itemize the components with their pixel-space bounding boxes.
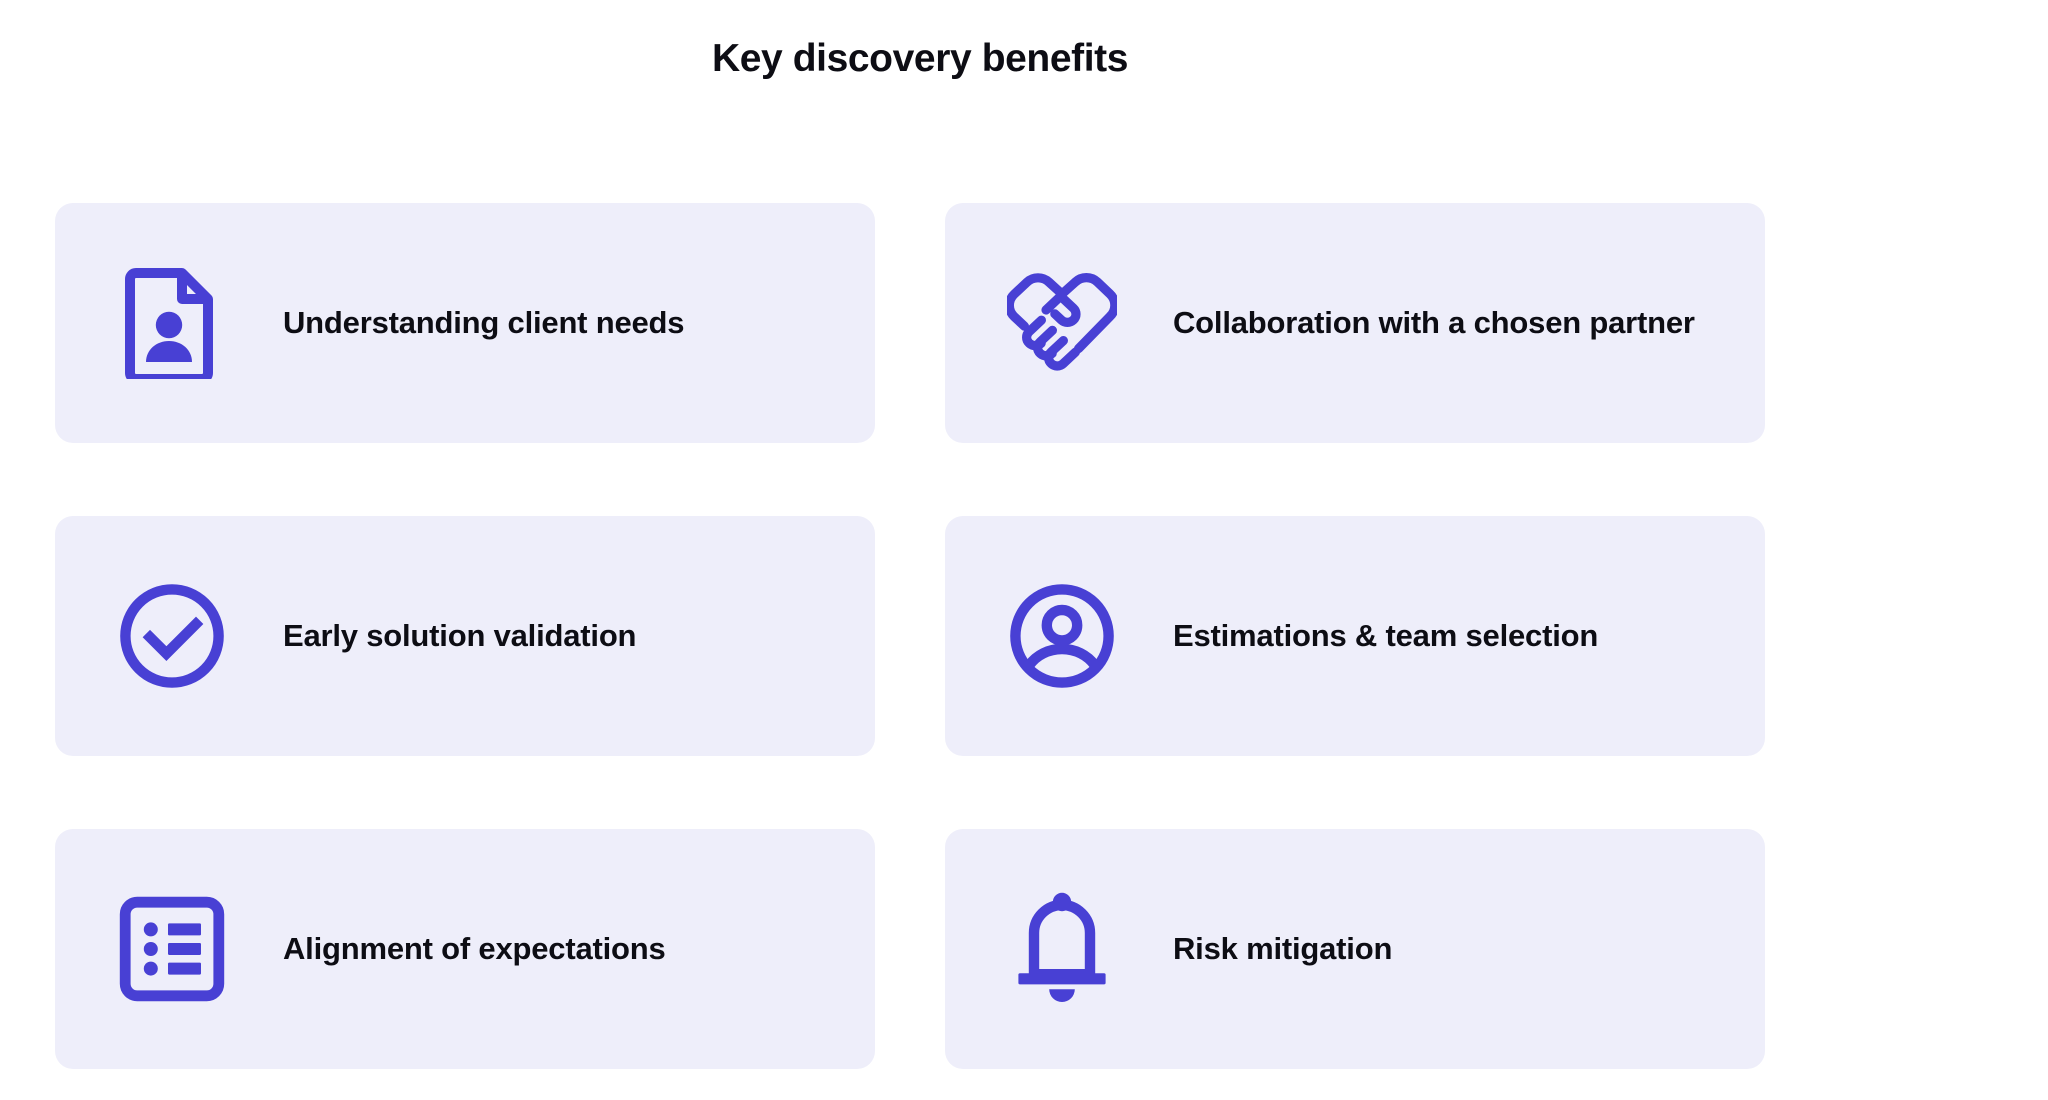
handshake-icon	[1003, 264, 1121, 382]
benefit-card-label: Early solution validation	[283, 617, 637, 653]
user-circle-icon	[1003, 577, 1121, 695]
benefit-card-alignment-of-expectations[interactable]: Alignment of expectations	[55, 829, 875, 1069]
document-person-icon	[113, 264, 231, 382]
benefits-card-grid: Understanding client needs Collaboration…	[55, 203, 1765, 1069]
benefit-card-label: Collaboration with a chosen partner	[1173, 304, 1695, 340]
check-circle-icon	[113, 577, 231, 695]
page-title: Key discovery benefits	[711, 37, 1129, 80]
benefit-card-understanding-client-needs[interactable]: Understanding client needs	[55, 203, 875, 443]
bell-icon	[1003, 890, 1121, 1008]
benefit-card-label: Alignment of expectations	[283, 930, 666, 966]
benefit-card-label: Estimations & team selection	[1173, 617, 1599, 653]
benefit-card-label: Understanding client needs	[283, 304, 685, 340]
benefit-card-estimations-team-selection[interactable]: Estimations & team selection	[945, 516, 1765, 756]
benefit-card-early-solution-validation[interactable]: Early solution validation	[55, 516, 875, 756]
benefit-card-risk-mitigation[interactable]: Risk mitigation	[945, 829, 1765, 1069]
benefit-card-collaboration-with-a-chosen-partner[interactable]: Collaboration with a chosen partner	[945, 203, 1765, 443]
benefit-card-label: Risk mitigation	[1173, 930, 1393, 966]
checklist-icon	[113, 890, 231, 1008]
